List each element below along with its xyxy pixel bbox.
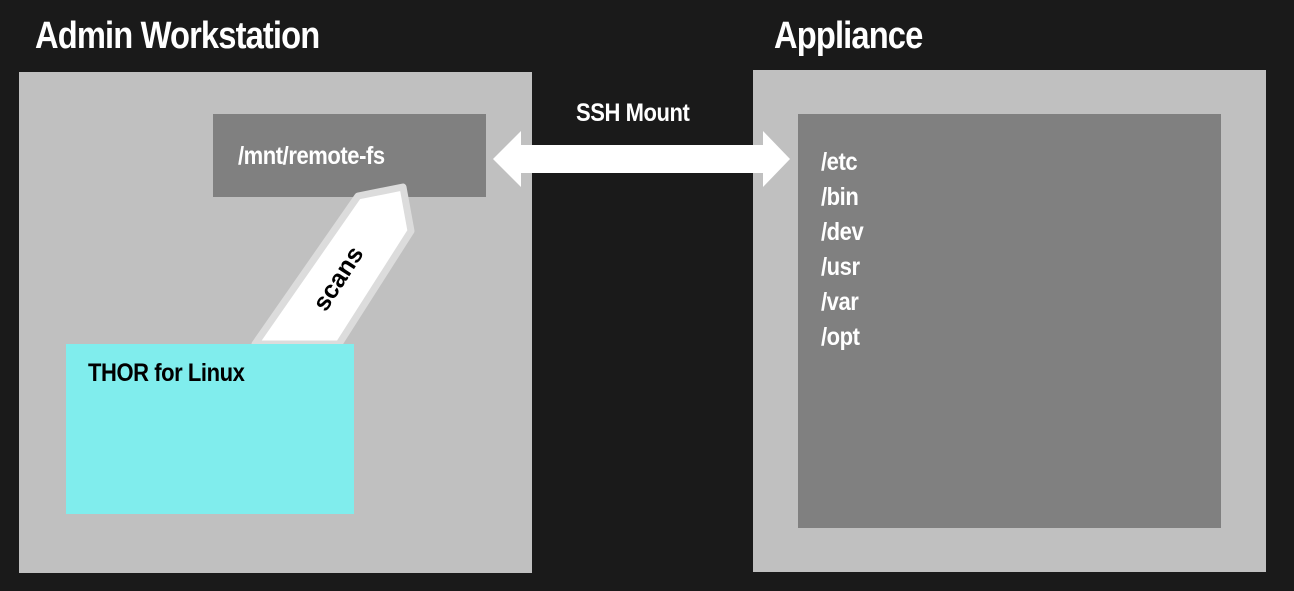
mount-point-box: /mnt/remote-fs [213, 114, 486, 197]
appliance-title: Appliance [774, 15, 923, 57]
directory-item: /var [821, 288, 859, 316]
ssh-double-arrow-icon [493, 131, 790, 187]
directory-item: /usr [821, 253, 860, 281]
directory-item: /etc [821, 148, 858, 176]
directory-item: /opt [821, 323, 860, 351]
workstation-title: Admin Workstation [35, 15, 320, 57]
directory-item: /bin [821, 183, 859, 211]
thor-scanner-label: THOR for Linux [88, 359, 245, 387]
directory-item: /dev [821, 218, 864, 246]
directory-list: /etc /bin /dev /usr /var /opt [821, 145, 869, 355]
mount-point-label: /mnt/remote-fs [238, 142, 385, 170]
thor-scanner-box: THOR for Linux [66, 344, 354, 514]
appliance-filesystem-box: /etc /bin /dev /usr /var /opt [798, 114, 1221, 528]
ssh-mount-label: SSH Mount [576, 99, 690, 127]
